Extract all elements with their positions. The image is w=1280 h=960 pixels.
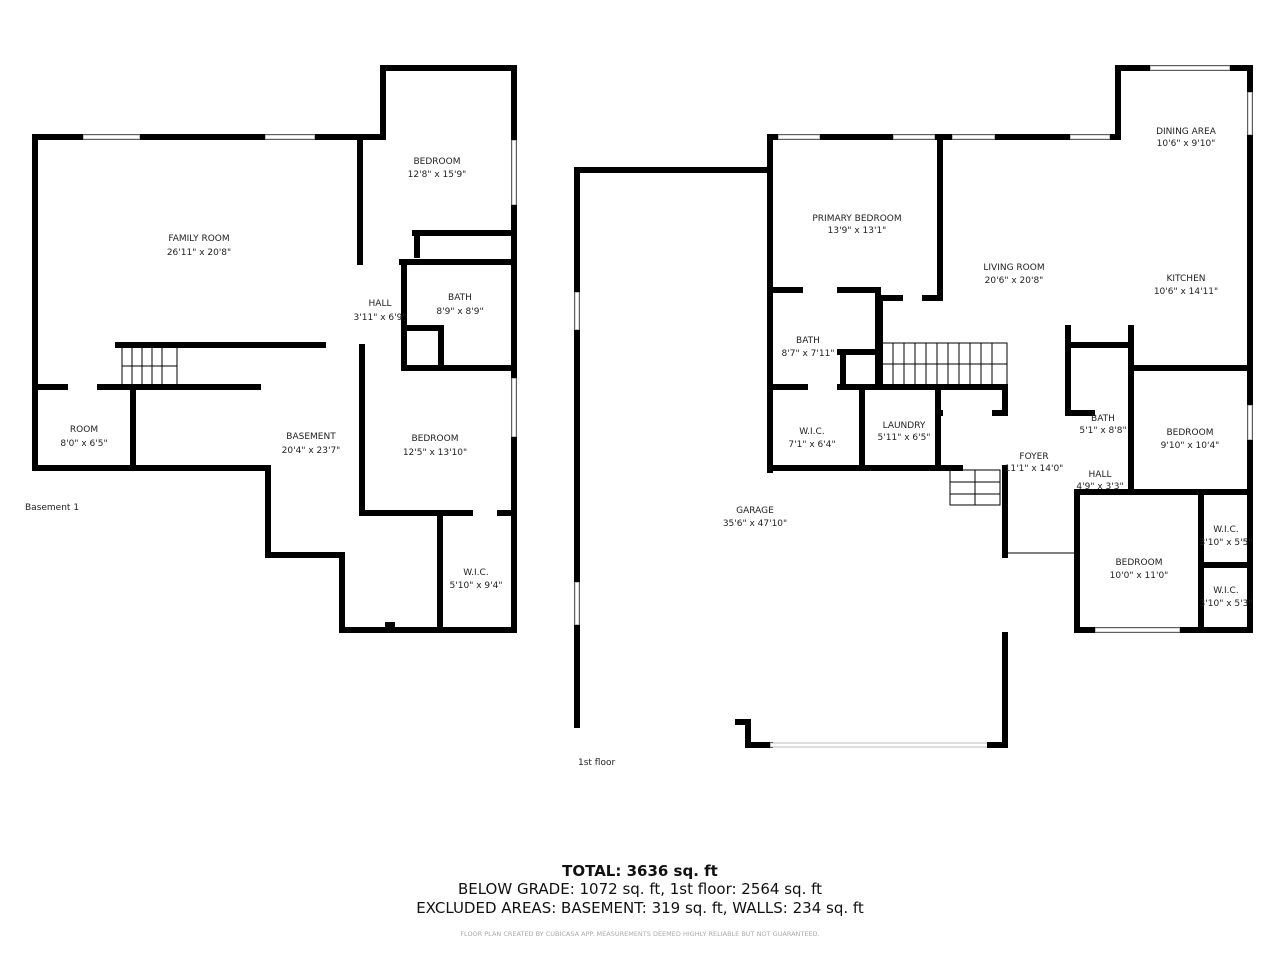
room-dims: 20'6" x 20'8" [985, 276, 1044, 286]
room-name: ROOM [70, 425, 98, 435]
total-area: TOTAL: 3636 sq. ft [562, 862, 718, 880]
basement-floor-label: Basement 1 [25, 503, 80, 513]
room-name: FAMILY ROOM [168, 234, 229, 244]
room-name: BEDROOM [1167, 428, 1214, 438]
room-dims: 3'11" x 6'9" [354, 313, 407, 323]
basement-walls [32, 65, 517, 633]
room-name: W.I.C. [799, 427, 824, 437]
room-name: HALL [1089, 470, 1112, 480]
room-dims: 8'7" x 7'11" [782, 349, 835, 359]
room-name: W.I.C. [1213, 525, 1238, 535]
basement-room-labels: FAMILY ROOM 26'11" x 20'8" BEDROOM 12'8"… [60, 157, 502, 591]
room-dims: 11'1" x 14'0" [1005, 464, 1064, 474]
first-floor-stairs [881, 342, 1008, 506]
room-name: HALL [369, 299, 392, 309]
room-dims: 10'6" x 9'10" [1157, 139, 1216, 149]
first-floor-walls [574, 65, 1253, 748]
room-dims: 13'9" x 13'1" [828, 226, 887, 236]
room-dims: 12'8" x 15'9" [408, 170, 467, 180]
room-dims: 26'11" x 20'8" [167, 248, 231, 258]
room-name: BATH [1091, 414, 1115, 424]
room-dims: 4'9" x 3'3" [1076, 482, 1123, 492]
room-name: BASEMENT [286, 432, 336, 442]
room-dims: 8'9" x 8'9" [436, 307, 483, 317]
room-name: DINING AREA [1156, 127, 1217, 137]
room-dims: 12'5" x 13'10" [403, 448, 467, 458]
room-name: FOYER [1019, 452, 1048, 462]
room-name: LAUNDRY [883, 421, 926, 431]
room-name: BATH [796, 336, 820, 346]
room-dims: 3'10" x 5'3" [1200, 599, 1253, 609]
room-name: BEDROOM [414, 157, 461, 167]
room-name: LIVING ROOM [983, 263, 1044, 273]
first-floor-room-labels: GARAGE 35'6" x 47'10" PRIMARY BEDROOM 13… [723, 127, 1253, 609]
room-dims: 8'0" x 6'5" [60, 439, 107, 449]
room-name: GARAGE [736, 506, 774, 516]
room-dims: 10'6" x 14'11" [1154, 287, 1218, 297]
room-name: BEDROOM [412, 434, 459, 444]
area-breakdown: BELOW GRADE: 1072 sq. ft, 1st floor: 256… [457, 880, 823, 898]
excluded-areas: EXCLUDED AREAS: BASEMENT: 319 sq. ft, WA… [416, 899, 864, 917]
room-dims: 7'1" x 6'4" [788, 440, 835, 450]
room-dims: 3'10" x 5'5" [1200, 538, 1253, 548]
room-name: KITCHEN [1167, 274, 1206, 284]
room-dims: 5'11" x 6'5" [878, 433, 931, 443]
room-name: PRIMARY BEDROOM [812, 214, 901, 224]
room-name: W.I.C. [463, 568, 488, 578]
room-dims: 35'6" x 47'10" [723, 519, 787, 529]
room-dims: 5'10" x 9'4" [450, 581, 503, 591]
room-dims: 20'4" x 23'7" [282, 446, 341, 456]
basement-stairs [121, 346, 178, 386]
room-name: W.I.C. [1213, 586, 1238, 596]
room-name: BATH [448, 293, 472, 303]
room-dims: 9'10" x 10'4" [1161, 441, 1220, 451]
room-name: BEDROOM [1116, 558, 1163, 568]
room-dims: 10'0" x 11'0" [1110, 571, 1169, 581]
first-floor-label: 1st floor [578, 758, 616, 768]
credit-disclaimer: FLOOR PLAN CREATED BY CUBICASA APP. MEAS… [460, 930, 820, 938]
room-dims: 5'1" x 8'8" [1079, 426, 1126, 436]
